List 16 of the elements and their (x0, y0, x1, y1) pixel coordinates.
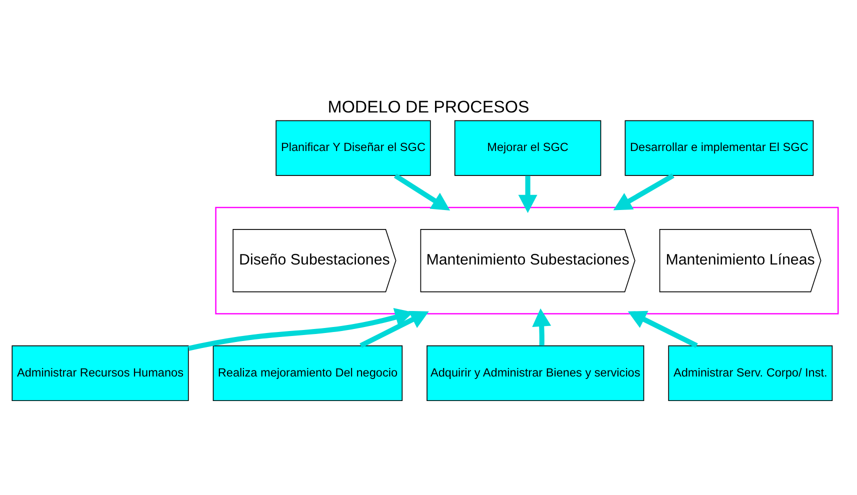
node-box: Administrar Recursos Humanos (12, 344, 189, 401)
arrow (394, 172, 450, 210)
diagram-title: MODELO DE PROCESOS (328, 96, 530, 116)
arrow (628, 310, 698, 348)
node-box: Desarrollar e implementar El SGC (624, 120, 814, 176)
arrow (613, 172, 674, 210)
arrow (188, 308, 414, 350)
node-box: Mejorar el SGC (454, 120, 602, 176)
node-box: Administrar Serv. Corpo/ Inst. (668, 344, 833, 401)
node-box: Planificar Y Diseñar el SGC (276, 120, 431, 176)
arrow (360, 310, 429, 348)
arrow (518, 175, 538, 212)
node-box: Realiza mejoramiento Del negocio (212, 344, 403, 401)
cluster (215, 206, 839, 314)
node-box: Adquirir y Administrar Bienes y servicios (426, 344, 644, 401)
arrow (532, 308, 552, 346)
